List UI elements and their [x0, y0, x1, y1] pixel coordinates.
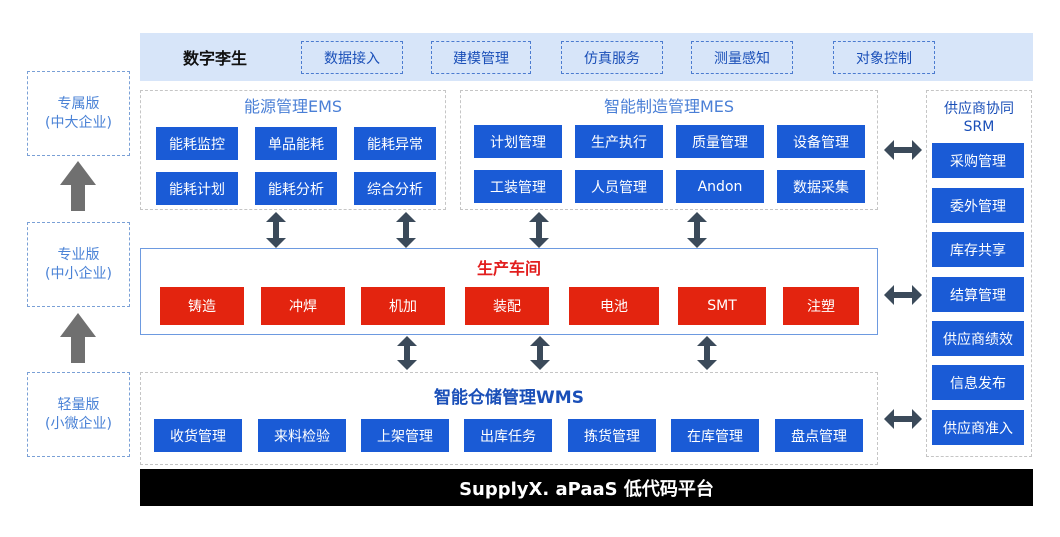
double-arrow-icon — [266, 212, 286, 248]
twin-chip[interactable]: 数据接入 — [301, 41, 403, 74]
mes-module[interactable]: 工装管理 — [474, 170, 562, 203]
ems-module[interactable]: 能耗计划 — [156, 172, 238, 205]
wms-module[interactable]: 在库管理 — [671, 419, 759, 452]
double-arrow-icon — [884, 285, 922, 305]
edition-target: (中小企业) — [45, 265, 112, 282]
edition-name: 轻量版 — [57, 396, 100, 413]
wms-module[interactable]: 出库任务 — [464, 419, 552, 452]
workshop-title: 生产车间 — [476, 259, 541, 278]
wms-module[interactable]: 上架管理 — [361, 419, 449, 452]
workshop-unit[interactable]: 铸造 — [160, 287, 244, 325]
wms-module[interactable]: 来料检验 — [258, 419, 346, 452]
workshop-unit[interactable]: 装配 — [465, 287, 549, 325]
double-arrow-icon — [396, 212, 416, 248]
mes-module[interactable]: Andon — [676, 170, 764, 203]
mes-module[interactable]: 人员管理 — [575, 170, 663, 203]
edition-exclusive: 专属版 (中大企业) — [27, 71, 130, 156]
mes-module[interactable]: 设备管理 — [777, 125, 865, 158]
edition-target: (小微企业) — [45, 415, 112, 432]
workshop-unit[interactable]: SMT — [678, 287, 766, 325]
double-arrow-icon — [529, 212, 549, 248]
mes-title: 智能制造管理MES — [603, 97, 735, 116]
wms-module[interactable]: 收货管理 — [154, 419, 242, 452]
workshop-unit[interactable]: 机加 — [361, 287, 445, 325]
ems-module[interactable]: 能耗分析 — [255, 172, 337, 205]
edition-name: 专属版 — [57, 95, 100, 112]
srm-module[interactable]: 委外管理 — [932, 188, 1024, 223]
edition-lite: 轻量版 (小微企业) — [27, 372, 130, 457]
twin-chip[interactable]: 测量感知 — [691, 41, 793, 74]
edition-professional: 专业版 (中小企业) — [27, 222, 130, 307]
workshop-unit[interactable]: 冲焊 — [261, 287, 345, 325]
srm-module[interactable]: 供应商绩效 — [932, 321, 1024, 356]
double-arrow-icon — [397, 336, 417, 370]
srm-title: 供应商协同 SRM — [926, 99, 1032, 137]
double-arrow-icon — [884, 409, 922, 429]
mes-module[interactable]: 数据采集 — [777, 170, 865, 203]
upgrade-arrow-icon — [60, 313, 96, 363]
wms-title: 智能仓储管理WMS — [434, 387, 584, 408]
wms-module[interactable]: 拣货管理 — [568, 419, 656, 452]
twin-chip[interactable]: 建模管理 — [431, 41, 531, 74]
ems-title: 能源管理EMS — [243, 97, 343, 116]
mes-module[interactable]: 质量管理 — [676, 125, 764, 158]
srm-title-line: SRM — [963, 119, 995, 135]
double-arrow-icon — [687, 212, 707, 248]
double-arrow-icon — [884, 140, 922, 160]
mes-module[interactable]: 计划管理 — [474, 125, 562, 158]
double-arrow-icon — [697, 336, 717, 370]
edition-name: 专业版 — [57, 246, 100, 263]
srm-module[interactable]: 结算管理 — [932, 277, 1024, 312]
edition-target: (中大企业) — [45, 114, 112, 131]
srm-module[interactable]: 采购管理 — [932, 143, 1024, 178]
double-arrow-icon — [530, 336, 550, 370]
twin-chip[interactable]: 对象控制 — [833, 41, 935, 74]
ems-module[interactable]: 能耗监控 — [156, 127, 238, 160]
mes-module[interactable]: 生产执行 — [575, 125, 663, 158]
workshop-unit[interactable]: 注塑 — [783, 287, 859, 325]
platform-bar: SupplyX. aPaaS 低代码平台 — [140, 469, 1033, 506]
wms-module[interactable]: 盘点管理 — [775, 419, 863, 452]
ems-module[interactable]: 综合分析 — [354, 172, 436, 205]
srm-title-line: 供应商协同 — [944, 101, 1014, 117]
srm-module[interactable]: 库存共享 — [932, 232, 1024, 267]
ems-module[interactable]: 能耗异常 — [354, 127, 436, 160]
ems-module[interactable]: 单品能耗 — [255, 127, 337, 160]
upgrade-arrow-icon — [60, 161, 96, 211]
digital-twin-title: 数字李生 — [182, 49, 247, 68]
srm-module[interactable]: 供应商准入 — [932, 410, 1024, 445]
srm-module[interactable]: 信息发布 — [932, 365, 1024, 400]
workshop-unit[interactable]: 电池 — [569, 287, 659, 325]
twin-chip[interactable]: 仿真服务 — [561, 41, 663, 74]
